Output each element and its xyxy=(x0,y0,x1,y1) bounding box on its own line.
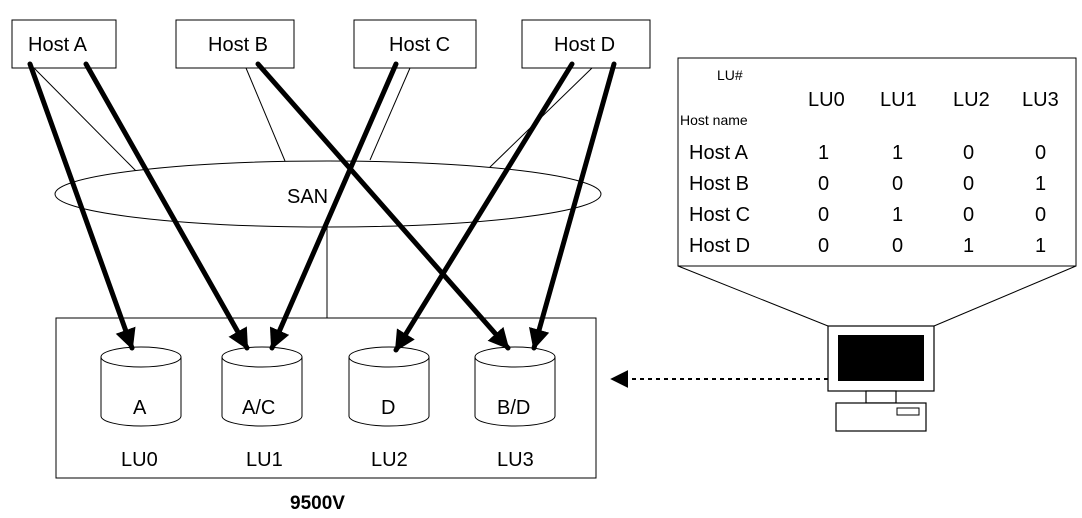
table-cell: 1 xyxy=(818,142,829,164)
host-d-box: Host D xyxy=(521,19,651,69)
host-d-label: Host D xyxy=(554,34,615,56)
arrow-host-a-lu1 xyxy=(83,61,250,351)
table-cell: 0 xyxy=(1035,142,1046,164)
lu2-content: D xyxy=(381,397,395,419)
table-col-lu1: LU1 xyxy=(880,89,917,111)
table-cell: 0 xyxy=(892,173,903,195)
lu0-label: LU0 xyxy=(121,449,158,471)
san-cloud xyxy=(54,160,602,228)
table-cell: 0 xyxy=(892,235,903,257)
table-row-host-a: Host A xyxy=(689,142,749,164)
host-a-box: Host A xyxy=(11,19,117,69)
table-cell: 0 xyxy=(818,204,829,226)
table-cell: 1 xyxy=(892,204,903,226)
table-cell: 0 xyxy=(963,173,974,195)
table-col-lu0: LU0 xyxy=(808,89,845,111)
table-cell: 0 xyxy=(1035,204,1046,226)
lu3-cylinder: B/D xyxy=(474,346,556,427)
table-cell: 1 xyxy=(892,142,903,164)
computer-icon xyxy=(827,325,935,432)
table-cell: 1 xyxy=(1035,173,1046,195)
link-host-b-san xyxy=(245,67,286,162)
arrow-host-d-lu2 xyxy=(393,61,575,353)
table-cell: 1 xyxy=(963,235,974,257)
lu0-cylinder: A xyxy=(100,346,182,427)
lu3-label: LU3 xyxy=(497,449,534,471)
lu2-cylinder: D xyxy=(348,346,430,427)
monitor-stand xyxy=(865,390,897,404)
arrow-host-a-lu0 xyxy=(27,61,136,351)
host-b-box: Host B xyxy=(175,19,295,69)
arrow-host-c-lu1 xyxy=(269,61,399,351)
arrow-host-d-lu3 xyxy=(529,61,617,351)
host-c-box: Host C xyxy=(353,19,477,69)
link-host-c-san xyxy=(369,67,411,161)
table-cell: 0 xyxy=(818,173,829,195)
table-corner-host: Host name xyxy=(680,112,748,128)
storage-name: 9500V xyxy=(290,493,345,514)
link-host-a-san xyxy=(33,67,139,174)
host-a-label: Host A xyxy=(28,34,88,56)
table-cell: 0 xyxy=(963,142,974,164)
host-c-label: Host C xyxy=(389,34,450,56)
host-san-links xyxy=(33,67,593,318)
table-row-host-b: Host B xyxy=(689,173,749,195)
lu2-label: LU2 xyxy=(371,449,408,471)
arrow-host-b-lu3 xyxy=(255,61,511,351)
lu1-label: LU1 xyxy=(246,449,283,471)
san-label: SAN xyxy=(287,186,328,208)
host-b-label: Host B xyxy=(208,34,268,56)
table-col-lu2: LU2 xyxy=(953,89,990,111)
disk-slot xyxy=(896,407,920,416)
projection-lines xyxy=(677,265,1077,327)
lu1-cylinder: A/C xyxy=(221,346,303,427)
lun-mapping-table: LU# Host name LU0 LU1 LU2 LU3 Host A 1 1… xyxy=(677,57,1077,267)
lu0-content: A xyxy=(133,397,147,419)
table-cell: 1 xyxy=(1035,235,1046,257)
table-row-host-c: Host C xyxy=(689,204,750,226)
table-col-lu3: LU3 xyxy=(1022,89,1059,111)
access-arrows xyxy=(27,61,617,353)
lu3-content: B/D xyxy=(497,397,530,419)
table-row-host-d: Host D xyxy=(689,235,750,257)
monitor-screen xyxy=(838,335,924,381)
computer-base xyxy=(835,402,927,432)
lu1-content: A/C xyxy=(242,397,275,419)
table-cell: 0 xyxy=(963,204,974,226)
table-corner-lu: LU# xyxy=(717,67,743,83)
table-cell: 0 xyxy=(818,235,829,257)
